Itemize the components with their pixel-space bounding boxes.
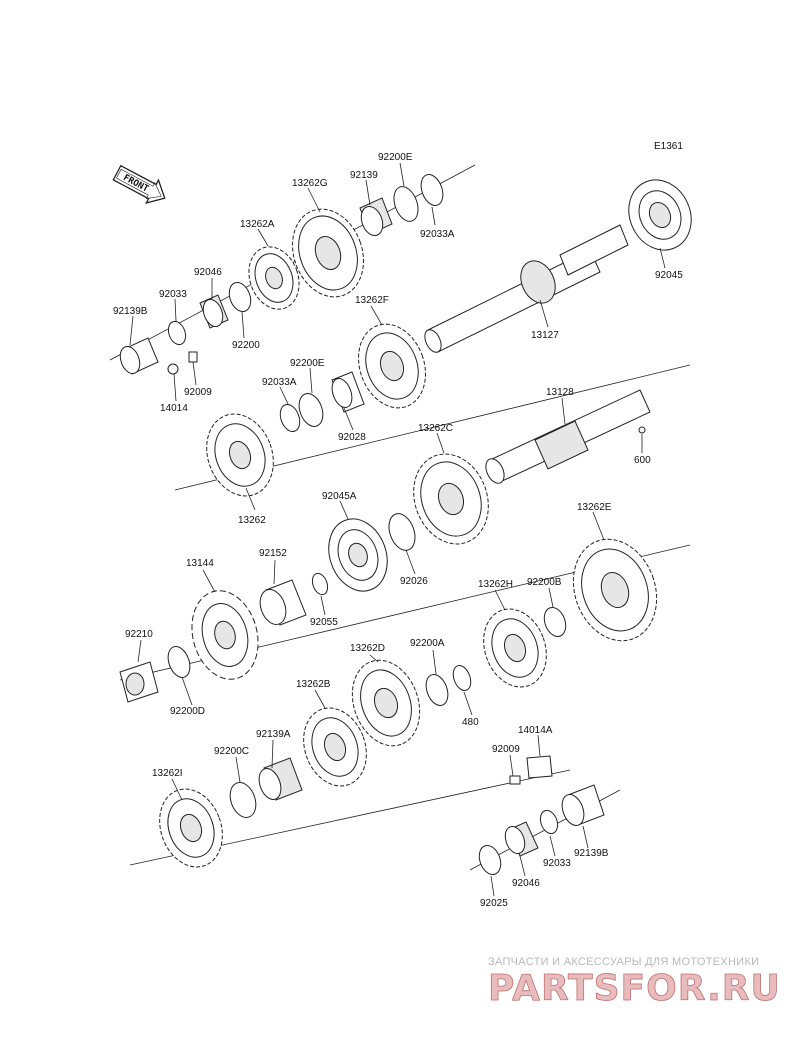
needle-bearing-92139	[359, 197, 393, 237]
label-13144: 13144	[186, 558, 214, 569]
sprocket-13144	[191, 590, 259, 680]
label-13262f: 13262F	[355, 295, 389, 306]
label-92045: 92045	[655, 270, 683, 281]
watermark-brand: PARTSFOR.RU	[488, 968, 781, 1009]
label-92139b-right: 92139B	[574, 848, 609, 859]
label-600: 600	[634, 455, 651, 466]
shaft-13127	[424, 224, 629, 353]
bearing-92139b-right	[561, 784, 605, 826]
label-13262h: 13262H	[478, 579, 513, 590]
needle-bearing-92139a	[258, 757, 303, 801]
label-92200b: 92200B	[527, 577, 562, 588]
label-13127: 13127	[531, 330, 559, 341]
label-480: 480	[462, 717, 479, 728]
bearing-92139b-left	[119, 337, 159, 375]
needle-bearing-92046-right	[504, 821, 539, 857]
needle-bearing-92046-left	[199, 294, 229, 329]
label-92200d: 92200D	[170, 706, 205, 717]
label-92009-left: 92009	[184, 387, 212, 398]
label-92033-left: 92033	[159, 289, 187, 300]
label-13262e: 13262E	[577, 502, 612, 513]
label-92200e-top: 92200E	[378, 152, 413, 163]
washer-92200a	[425, 674, 449, 706]
bolt-92009-left	[188, 351, 198, 363]
label-14014: 14014	[160, 403, 188, 414]
front-arrow-icon: FRONT	[112, 164, 166, 205]
circlip-480	[452, 664, 472, 692]
shaft-13128	[485, 389, 651, 484]
gear-13262f	[358, 323, 426, 409]
gear-13262d	[351, 659, 421, 747]
label-92139b-left: 92139B	[113, 306, 148, 317]
gear-13262h	[483, 608, 547, 688]
label-13262c: 13262C	[418, 423, 453, 434]
part-14014	[167, 363, 179, 375]
label-92152: 92152	[259, 548, 287, 559]
label-92200e-mid: 92200E	[290, 358, 325, 369]
oring-92055	[311, 572, 329, 596]
washer-92200e-mid	[298, 393, 324, 427]
label-13262i: 13262I	[152, 768, 183, 779]
bushing-92028	[331, 371, 365, 413]
label-92055: 92055	[310, 617, 338, 628]
gear-13262	[206, 413, 274, 497]
label-13262g: 13262G	[292, 178, 328, 189]
label-92139a: 92139A	[256, 729, 291, 740]
label-92033a-mid: 92033A	[262, 377, 297, 388]
label-92028: 92028	[338, 432, 366, 443]
label-92200: 92200	[232, 340, 260, 351]
washer-92026	[388, 513, 416, 551]
washer-92200b	[543, 606, 567, 638]
washer-92200	[228, 281, 252, 313]
gear-13262i	[159, 788, 223, 868]
watermark-tagline: ЗАПЧАСТИ И АКСЕССУАРЫ ДЛЯ МОТОТЕХНИКИ	[488, 956, 759, 968]
washer-92200e-top	[393, 186, 419, 222]
label-92045a: 92045A	[322, 491, 357, 502]
washer-92200c	[229, 782, 257, 818]
ball-600	[638, 426, 646, 434]
label-92026: 92026	[400, 576, 428, 587]
bearing-92045	[628, 179, 692, 251]
label-13262d: 13262D	[350, 643, 385, 654]
label-92139: 92139	[350, 170, 378, 181]
gear-13262a	[248, 246, 300, 310]
label-92200c: 92200C	[214, 746, 249, 757]
circlip-92033a-top	[420, 174, 444, 206]
gear-13262e	[572, 538, 658, 642]
plate-14014a	[526, 755, 553, 779]
label-13262: 13262	[238, 515, 266, 526]
label-92033-right: 92033	[543, 858, 571, 869]
label-92046-right: 92046	[512, 878, 540, 889]
circlip-92033a-mid	[279, 403, 301, 433]
bearing-92045a	[328, 518, 388, 592]
label-92210: 92210	[125, 629, 153, 640]
label-92046-left: 92046	[194, 267, 222, 278]
label-14014a: 14014A	[518, 725, 553, 736]
label-92025: 92025	[480, 898, 508, 909]
bolt-92009-right	[509, 775, 521, 785]
label-92009-right: 92009	[492, 744, 520, 755]
gear-13262b	[303, 707, 367, 787]
nut-92210	[119, 661, 159, 703]
label-92200a: 92200A	[410, 638, 445, 649]
part-labels: 92200E 92139 13262G 92033A 13262A 92046 …	[113, 152, 683, 909]
washer-92025	[478, 844, 502, 876]
washer-92200d	[167, 646, 191, 678]
label-13262b: 13262B	[296, 679, 331, 690]
label-92033a-top: 92033A	[420, 229, 455, 240]
leader-lines	[129, 162, 666, 897]
circlip-92033-left	[167, 320, 187, 346]
label-13128: 13128	[546, 387, 574, 398]
gear-13262c	[413, 453, 489, 545]
circlip-92033-right	[539, 809, 559, 835]
gear-13262g	[292, 208, 364, 298]
label-13262a: 13262A	[240, 219, 275, 230]
diagram-code: E1361	[654, 141, 683, 152]
collar-92152	[259, 579, 307, 626]
